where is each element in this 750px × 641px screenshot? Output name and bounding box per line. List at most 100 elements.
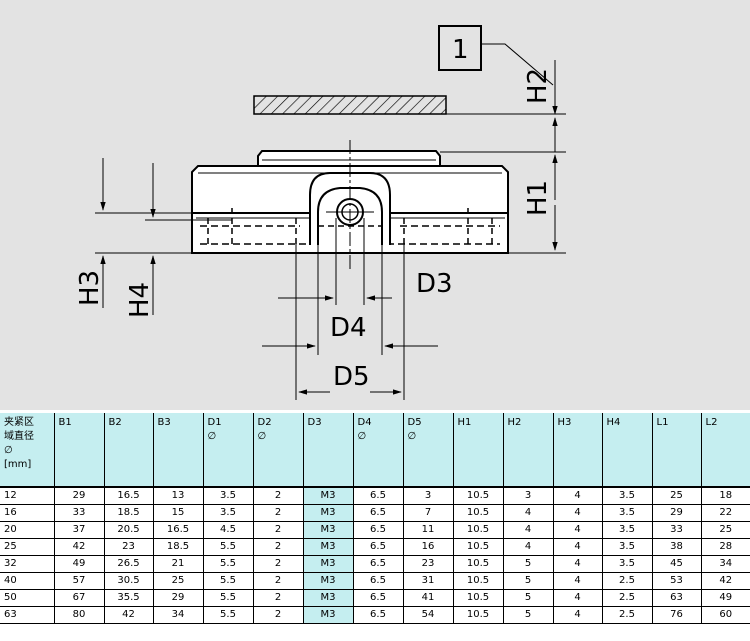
- table-cell: 6.5: [353, 589, 404, 607]
- column-header: H1: [453, 413, 504, 488]
- table-cell: 2: [253, 589, 304, 607]
- table-cell: 63: [652, 589, 702, 607]
- table-cell: 4: [553, 555, 603, 573]
- table-cell: 2.5: [602, 589, 653, 607]
- label-h1: H1: [523, 180, 553, 216]
- table-cell: 2: [253, 521, 304, 539]
- table-cell: 53: [652, 572, 702, 590]
- header-text: ∅: [357, 431, 367, 442]
- table-cell: 3: [403, 487, 454, 505]
- header-text: ∅: [257, 431, 267, 442]
- table-cell: 22: [701, 504, 750, 522]
- header-text: ∅: [407, 431, 417, 442]
- label-d5: D5: [333, 362, 370, 392]
- table-cell: 10.5: [453, 487, 504, 505]
- table-cell: 2: [253, 572, 304, 590]
- workpiece-hatched: [253, 95, 447, 115]
- column-header: D5∅: [403, 413, 454, 488]
- table-cell: 30.5: [104, 572, 154, 590]
- column-header: H4: [602, 413, 653, 488]
- table-cell: 35.5: [104, 589, 154, 607]
- table-cell: 2: [253, 606, 304, 624]
- table-cell: 4: [553, 504, 603, 522]
- table-cell: 5.5: [203, 538, 254, 556]
- table-cell: 5.5: [203, 572, 254, 590]
- header-text: D1: [207, 417, 222, 428]
- table-cell: 2.5: [602, 606, 653, 624]
- label-d3: D3: [416, 269, 453, 299]
- table-cell: 25: [652, 487, 702, 505]
- header-text: 域直径: [4, 431, 34, 442]
- column-header: L1: [652, 413, 702, 488]
- table-cell: 25: [701, 521, 750, 539]
- table-cell: 6.5: [353, 555, 404, 573]
- table-cell: M3: [303, 521, 354, 539]
- table-cell: 6.5: [353, 504, 404, 522]
- label-h4: H4: [125, 282, 155, 318]
- table-cell: 18.5: [104, 504, 154, 522]
- table-cell: 5.5: [203, 555, 254, 573]
- table-cell: 10.5: [453, 572, 504, 590]
- table-cell: M3: [303, 487, 354, 505]
- column-header: H3: [553, 413, 603, 488]
- table-cell: 10.5: [453, 538, 504, 556]
- table-cell: 2: [253, 538, 304, 556]
- header-text: D2: [257, 417, 272, 428]
- table-cell: 2.5: [602, 572, 653, 590]
- table-cell: 2: [253, 555, 304, 573]
- table-cell: 33: [652, 521, 702, 539]
- table-cell: 4: [503, 521, 554, 539]
- table-cell: 5: [503, 555, 554, 573]
- table-cell: 10.5: [453, 589, 504, 607]
- table-cell: 11: [403, 521, 454, 539]
- table-cell: 63: [0, 606, 55, 624]
- table-cell: 5: [503, 589, 554, 607]
- table-cell: 16.5: [153, 521, 204, 539]
- header-text: L2: [705, 417, 718, 428]
- technical-drawing: 1 H2 H1 H3 H4: [0, 0, 750, 410]
- table-cell: 28: [701, 538, 750, 556]
- table-cell: 20: [0, 521, 55, 539]
- table-cell: 3.5: [602, 487, 653, 505]
- table-cell: 34: [701, 555, 750, 573]
- column-header: B2: [104, 413, 154, 488]
- table-cell: 57: [54, 572, 105, 590]
- table-cell: 18.5: [153, 538, 204, 556]
- column-header: D4 ∅: [353, 413, 404, 488]
- table-cell: 16: [0, 504, 55, 522]
- drawing-svg: 1 H2 H1 H3 H4: [75, 25, 566, 400]
- table-cell: 60: [701, 606, 750, 624]
- callout-number: 1: [452, 35, 469, 65]
- table-cell: 42: [701, 572, 750, 590]
- table-cell: 26.5: [104, 555, 154, 573]
- column-header: H2: [503, 413, 554, 488]
- table-cell: 4: [553, 606, 603, 624]
- table-cell: 2: [253, 504, 304, 522]
- table-cell: 4: [503, 538, 554, 556]
- table-cell: 10.5: [453, 521, 504, 539]
- header-text: L1: [656, 417, 669, 428]
- label-h3: H3: [75, 270, 105, 306]
- table-cell: 67: [54, 589, 105, 607]
- header-text: H4: [606, 417, 621, 428]
- table-cell: 34: [153, 606, 204, 624]
- table-cell: 4.5: [203, 521, 254, 539]
- table-cell: 6.5: [353, 521, 404, 539]
- header-text: D4: [357, 417, 372, 428]
- column-header: B1: [54, 413, 105, 488]
- table-cell: M3: [303, 589, 354, 607]
- table-cell: 5: [503, 572, 554, 590]
- table-cell: 3.5: [602, 538, 653, 556]
- header-text: ∅: [4, 445, 13, 456]
- table-cell: 18: [701, 487, 750, 505]
- table-cell: 3.5: [602, 555, 653, 573]
- header-text: 夹紧区: [4, 417, 34, 428]
